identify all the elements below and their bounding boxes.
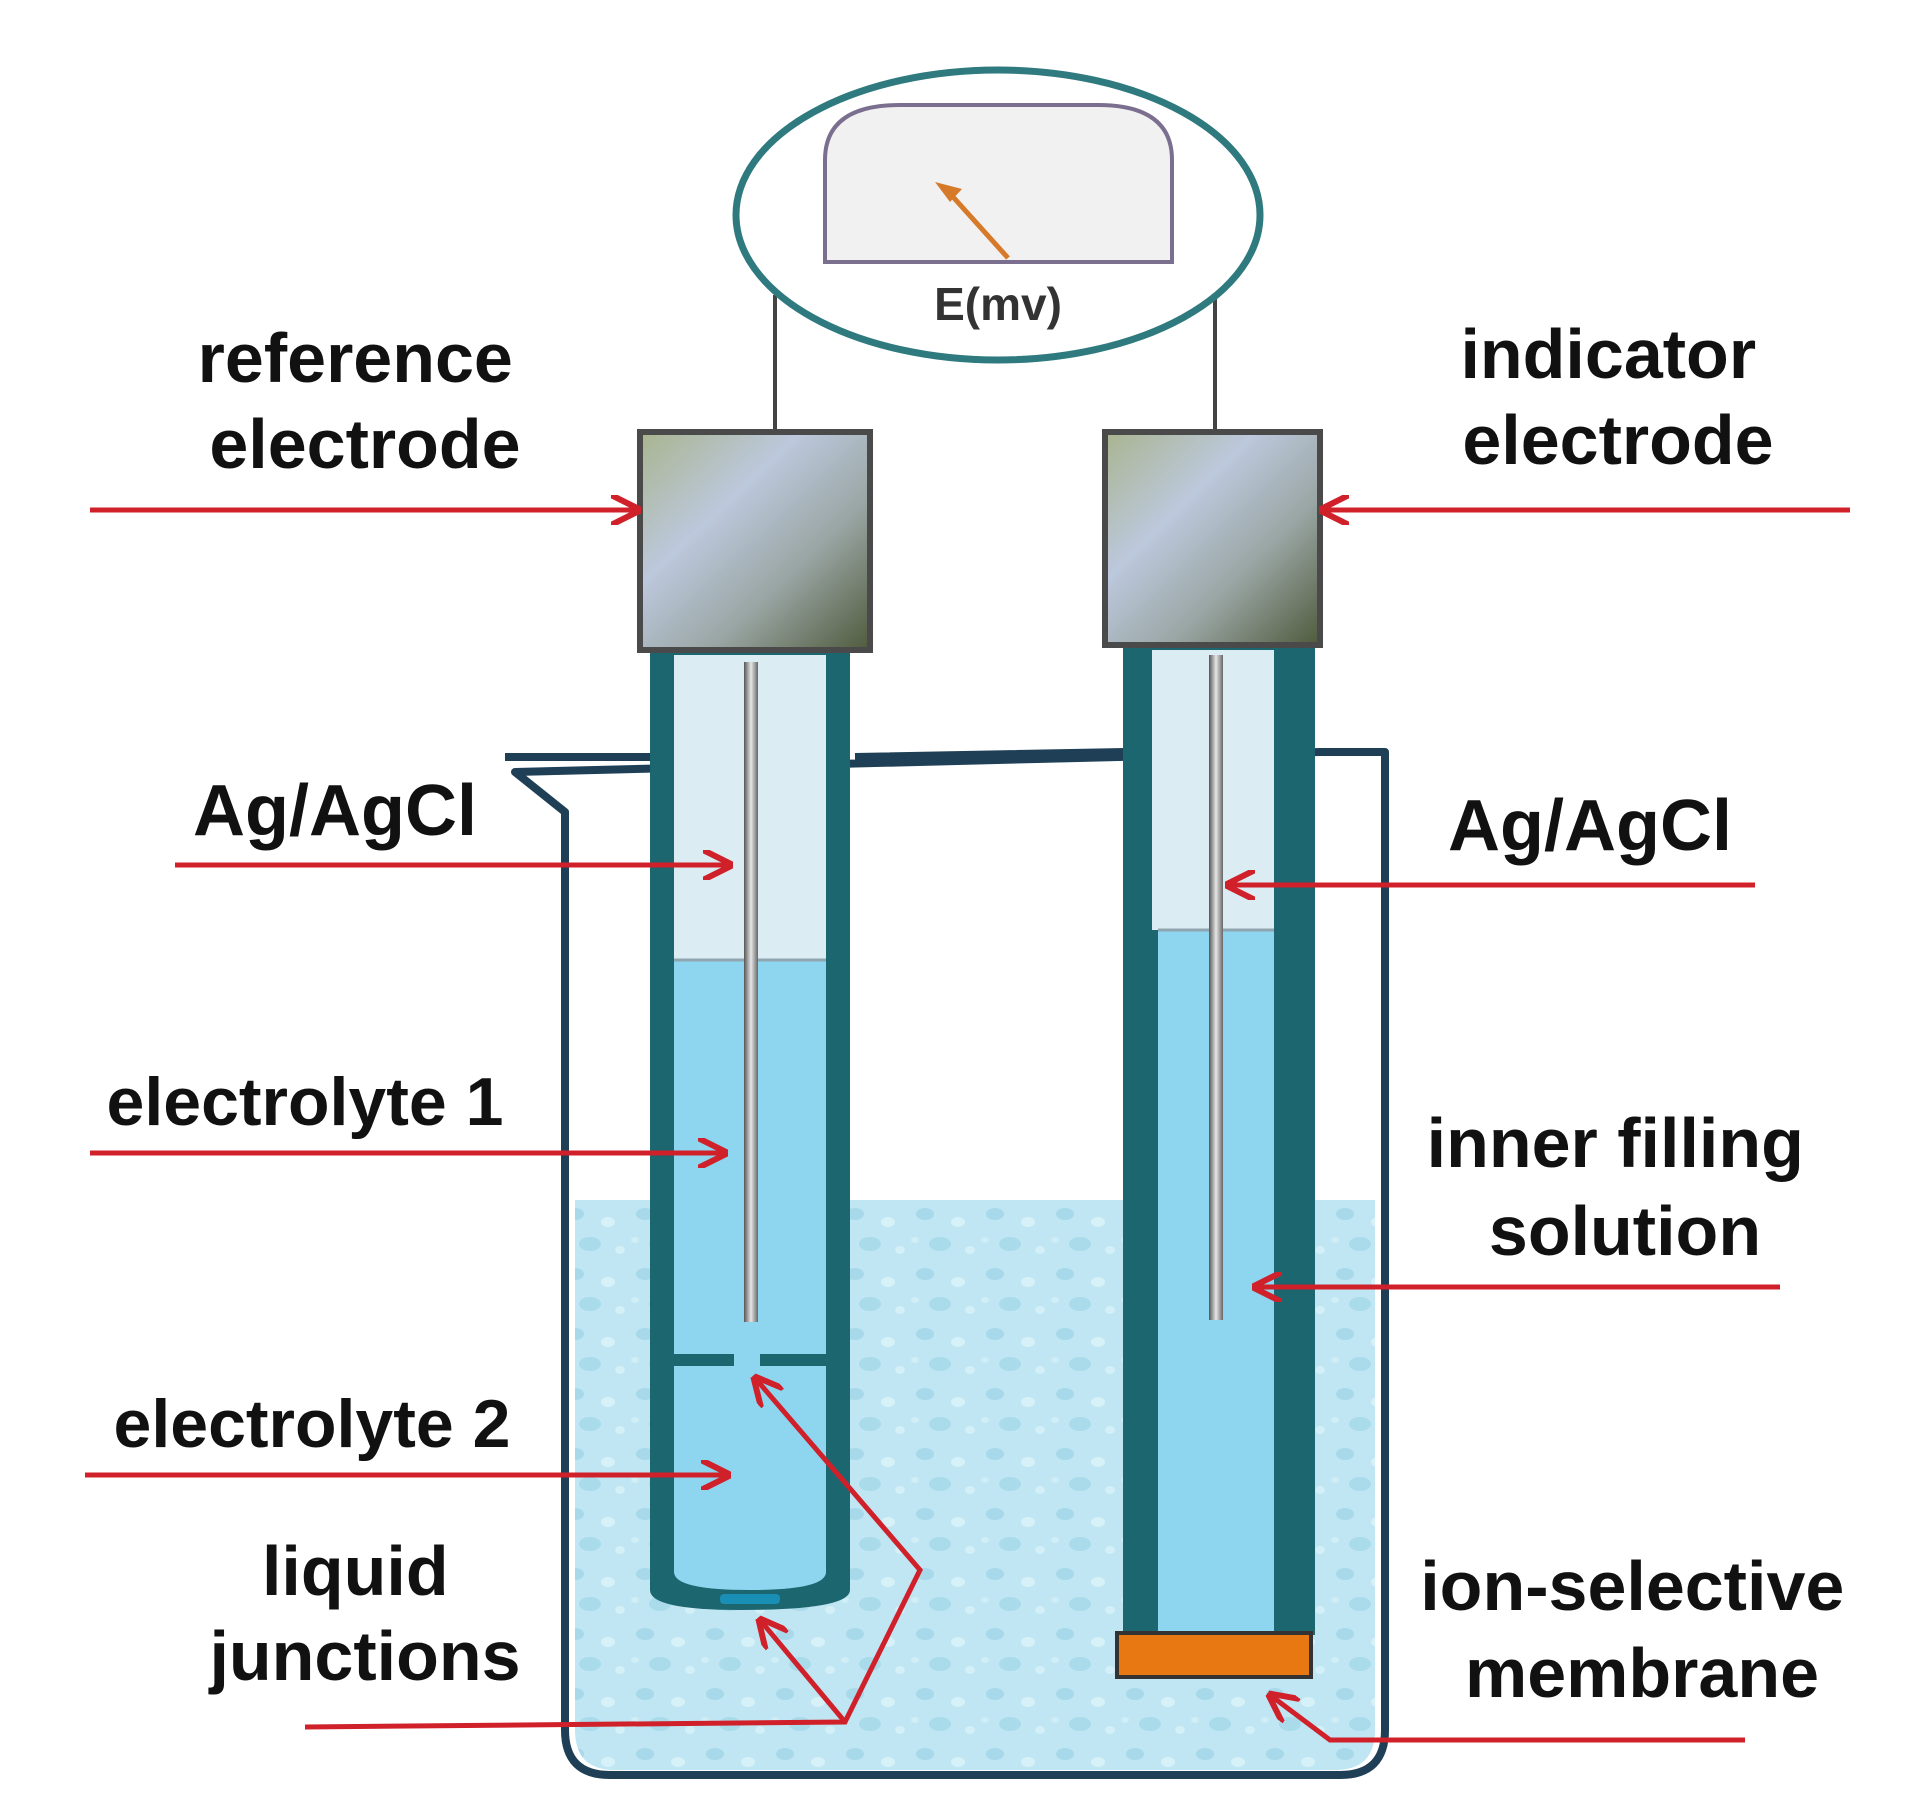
label-indicator-line-1: indicator <box>1460 315 1756 393</box>
label-inner-line-1: inner filling <box>1427 1104 1804 1182</box>
indicator-cap <box>1102 429 1323 648</box>
label-ion-line-1: ion-selective <box>1420 1547 1844 1625</box>
meter-dial <box>823 103 1174 264</box>
label-reference-electrode: reference electrode <box>198 319 533 483</box>
arrow-ion-selective-membrane <box>1270 1695 1745 1743</box>
labels: reference electrode indicator electrode … <box>107 315 1864 1712</box>
label-reference-line-2: electrode <box>209 405 520 483</box>
arrow-liquid-junctions-lower <box>760 1620 847 1724</box>
indicator-electrode <box>1102 429 1323 1679</box>
label-electrolyte-1: electrolyte 1 <box>107 1064 504 1140</box>
meter-label: E(mv) <box>934 278 1062 330</box>
label-ion-line-2: membrane <box>1465 1634 1819 1712</box>
reference-junction-bottom <box>720 1594 780 1604</box>
ion-selective-membrane-disc <box>1115 1631 1313 1679</box>
label-reference-line-1: reference <box>198 319 513 397</box>
label-indicator-electrode: indicator electrode <box>1460 315 1775 479</box>
voltmeter: E(mv) <box>732 66 1264 432</box>
reference-electrolyte-2 <box>674 1366 826 1590</box>
reference-ag-agcl-wire <box>744 662 758 1322</box>
label-ag-agcl-left: Ag/AgCl <box>193 771 477 851</box>
reference-cap <box>637 429 873 653</box>
label-ag-agcl-right: Ag/AgCl <box>1448 786 1732 866</box>
needle-tip <box>935 182 962 202</box>
label-inner-filling-solution: inner filling solution <box>1427 1104 1824 1270</box>
meter-needle <box>943 186 1010 260</box>
label-liquid-line-2: junctions <box>207 1617 520 1695</box>
pointer-arrows <box>85 510 1850 1743</box>
indicator-ag-agcl-wire <box>1209 655 1223 1320</box>
label-ion-selective-membrane: ion-selective membrane <box>1420 1547 1864 1712</box>
reference-frit-pore <box>734 1352 760 1368</box>
label-liquid-line-1: liquid <box>262 1532 449 1610</box>
reference-electrode <box>637 429 873 1610</box>
label-liquid-junctions: liquid junctions <box>207 1532 520 1695</box>
beaker-outline <box>505 748 1389 1779</box>
label-indicator-line-2: electrode <box>1462 401 1773 479</box>
label-electrolyte-2: electrolyte 2 <box>114 1386 511 1462</box>
label-inner-line-2: solution <box>1489 1192 1761 1270</box>
arrow-liquid-junctions-upper <box>304 1378 923 1730</box>
